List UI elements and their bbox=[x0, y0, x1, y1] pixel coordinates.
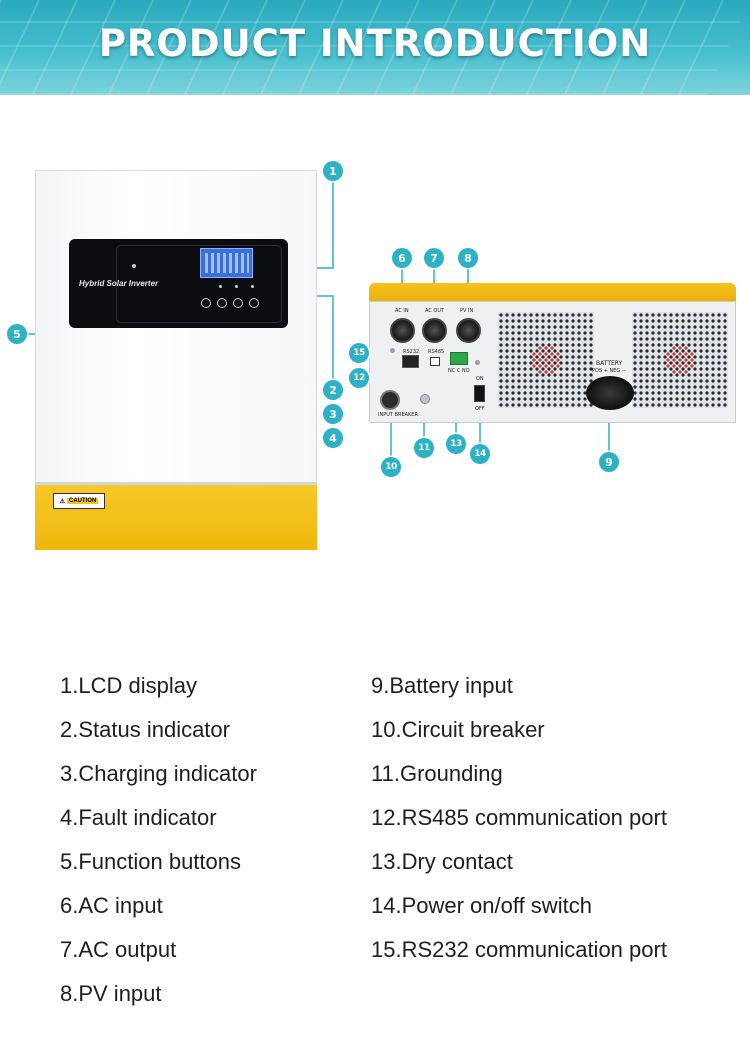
caution-sticker: ⚠ CAUTION bbox=[53, 493, 105, 509]
page-title: PRODUCT INTRODUCTION bbox=[98, 22, 652, 65]
screw bbox=[475, 360, 480, 365]
status-led bbox=[219, 285, 222, 288]
callout-6: 6 bbox=[392, 248, 412, 268]
legend-item: 4.Fault indicator bbox=[60, 805, 217, 830]
connection-panel: AC IN AC OUT PV IN RS232 RS485 NC C NO I… bbox=[369, 301, 736, 423]
battery-label: BATTERY bbox=[596, 360, 623, 367]
lcd-display bbox=[200, 248, 253, 278]
ac-output-label: AC OUT bbox=[425, 308, 445, 314]
callout-1: 1 bbox=[323, 161, 343, 181]
legend-item: 2.Status indicator bbox=[60, 717, 230, 742]
ac-output-gland bbox=[422, 318, 447, 343]
dry-contact-terminal[interactable] bbox=[450, 352, 468, 365]
function-button-1[interactable] bbox=[201, 298, 211, 308]
callout-4: 4 bbox=[323, 428, 343, 448]
rs232-port[interactable] bbox=[402, 355, 419, 368]
legend-item: 3.Charging indicator bbox=[60, 761, 257, 786]
legend-right-column: 9.Battery input 10.Circuit breaker 11.Gr… bbox=[371, 670, 667, 978]
function-button-4[interactable] bbox=[249, 298, 259, 308]
callout-12: 12 bbox=[349, 368, 369, 388]
warning-icon: ⚠ bbox=[59, 498, 66, 505]
legend-item: 6.AC input bbox=[60, 893, 163, 918]
legend-item: 15.RS232 communication port bbox=[371, 937, 667, 962]
cooling-fan-right bbox=[632, 312, 728, 408]
function-button-2[interactable] bbox=[217, 298, 227, 308]
legend-item: 5.Function buttons bbox=[60, 849, 242, 874]
switch-on-label: ON bbox=[476, 376, 484, 382]
callout-3: 3 bbox=[323, 404, 343, 424]
legend-item: 10.Circuit breaker bbox=[371, 717, 545, 742]
battery-polarity-label: POS + NEG − bbox=[592, 368, 627, 374]
power-switch[interactable] bbox=[474, 385, 485, 402]
legend-item: 13.Dry contact bbox=[371, 849, 513, 874]
callout-11: 11 bbox=[414, 438, 434, 458]
dry-contact-label: NC C NO bbox=[448, 368, 470, 374]
inverter-base: ⚠ CAUTION bbox=[35, 482, 317, 550]
legend-item: 7.AC output bbox=[60, 937, 177, 962]
battery-input-port bbox=[586, 376, 634, 410]
control-panel: Hybrid Solar Inverter bbox=[69, 239, 288, 328]
function-button-3[interactable] bbox=[233, 298, 243, 308]
inverter-casing-top bbox=[369, 283, 736, 305]
circuit-breaker[interactable] bbox=[380, 390, 400, 410]
header-banner: PRODUCT INTRODUCTION bbox=[0, 0, 750, 95]
ac-input-gland bbox=[390, 318, 415, 343]
legend-item: 14.Power on/off switch bbox=[371, 893, 592, 918]
callout-10: 10 bbox=[381, 457, 401, 477]
cooling-fan-left bbox=[498, 312, 594, 408]
callout-2: 2 bbox=[323, 380, 343, 400]
callout-8: 8 bbox=[458, 248, 478, 268]
panel-label: Hybrid Solar Inverter bbox=[79, 279, 159, 288]
fan-hub bbox=[531, 345, 561, 375]
legend-item: 11.Grounding bbox=[371, 761, 503, 786]
breaker-label: INPUT BREAKER bbox=[378, 412, 418, 418]
fault-led bbox=[251, 285, 254, 288]
ac-input-label: AC IN bbox=[395, 308, 409, 314]
rs485-label: RS485 bbox=[428, 349, 445, 355]
pv-input-label: PV IN bbox=[460, 308, 474, 314]
callout-13: 13 bbox=[446, 434, 466, 454]
power-led bbox=[132, 264, 136, 268]
charging-led bbox=[235, 285, 238, 288]
callout-7: 7 bbox=[424, 248, 444, 268]
switch-off-label: OFF bbox=[475, 406, 485, 412]
legend-item: 12.RS485 communication port bbox=[371, 805, 667, 830]
grounding-terminal bbox=[420, 394, 430, 404]
rs485-port[interactable] bbox=[430, 357, 440, 366]
control-panel-frame bbox=[116, 245, 282, 323]
callout-15: 15 bbox=[349, 343, 369, 363]
legend-left-column: 1.LCD display 2.Status indicator 3.Charg… bbox=[60, 670, 257, 1022]
inverter-body: Hybrid Solar Inverter bbox=[35, 170, 317, 482]
rs232-label: RS232 bbox=[403, 349, 420, 355]
caution-label: CAUTION bbox=[67, 498, 99, 504]
legend-item: 8.PV input bbox=[60, 981, 162, 1006]
fan-hub bbox=[665, 345, 695, 375]
inverter-front-view: Hybrid Solar Inverter ⚠ CAUTION bbox=[35, 170, 317, 550]
callout-5: 5 bbox=[7, 324, 27, 344]
inverter-bottom-view: AC IN AC OUT PV IN RS232 RS485 NC C NO I… bbox=[369, 283, 736, 423]
legend-item: 9.Battery input bbox=[371, 673, 513, 698]
callout-9: 9 bbox=[599, 452, 619, 472]
callout-14: 14 bbox=[470, 444, 490, 464]
legend-item: 1.LCD display bbox=[60, 673, 197, 698]
pv-input-gland bbox=[456, 318, 481, 343]
screw bbox=[390, 348, 395, 353]
